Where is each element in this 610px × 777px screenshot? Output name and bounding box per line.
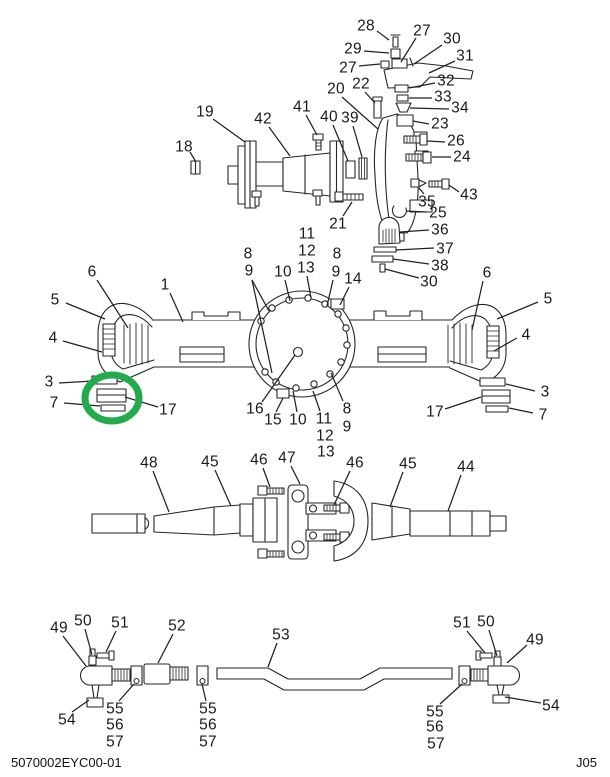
part-callout-45: 45 bbox=[201, 453, 219, 471]
part-callout-42: 42 bbox=[254, 110, 272, 128]
part-callout-38: 38 bbox=[431, 257, 449, 275]
part-callout-29: 29 bbox=[344, 40, 362, 58]
part-callout-15: 15 bbox=[264, 411, 282, 429]
part-callout-32: 32 bbox=[437, 72, 455, 90]
part-callout-34: 34 bbox=[451, 99, 469, 117]
part-callout-7: 7 bbox=[49, 394, 59, 412]
part-callout-56: 56 bbox=[106, 716, 124, 734]
part-callout-33: 33 bbox=[434, 88, 452, 106]
part-callout-44: 44 bbox=[457, 458, 475, 476]
part-callout-35: 35 bbox=[418, 193, 436, 211]
part-callout-6: 6 bbox=[482, 264, 492, 282]
part-callout-51: 51 bbox=[453, 614, 471, 632]
part-callout-9: 9 bbox=[331, 263, 341, 281]
part-callout-17: 17 bbox=[159, 401, 177, 419]
part-callout-51: 51 bbox=[111, 614, 129, 632]
part-callout-56: 56 bbox=[426, 718, 444, 736]
part-callout-4: 4 bbox=[521, 326, 531, 344]
doc-number: 5070002EYC00-01 bbox=[11, 755, 122, 770]
part-callout-45: 45 bbox=[399, 455, 417, 473]
part-callout-14: 14 bbox=[344, 270, 362, 288]
part-callout-13: 13 bbox=[317, 443, 335, 461]
part-callout-17: 17 bbox=[426, 403, 444, 421]
part-callout-57: 57 bbox=[427, 735, 445, 753]
part-callout-10: 10 bbox=[274, 263, 292, 281]
part-callout-49: 49 bbox=[50, 619, 68, 637]
part-callout-24: 24 bbox=[453, 148, 471, 166]
part-callout-20: 20 bbox=[327, 80, 345, 98]
knuckle-hub-assembly-art bbox=[190, 34, 474, 273]
part-callout-12: 12 bbox=[298, 242, 316, 260]
part-callout-13: 13 bbox=[297, 259, 315, 277]
part-callout-55: 55 bbox=[106, 700, 124, 718]
tie-rod-art bbox=[79, 648, 521, 708]
part-callout-8: 8 bbox=[243, 245, 253, 263]
part-callout-54: 54 bbox=[58, 711, 76, 729]
part-callout-56: 56 bbox=[199, 716, 217, 734]
part-callout-18: 18 bbox=[175, 138, 193, 156]
part-callout-8: 8 bbox=[342, 400, 352, 418]
part-callout-30: 30 bbox=[420, 273, 438, 291]
part-callout-8: 8 bbox=[332, 245, 342, 263]
part-callout-52: 52 bbox=[168, 617, 186, 635]
part-callout-57: 57 bbox=[106, 733, 124, 751]
part-callout-16: 16 bbox=[246, 400, 264, 418]
part-callout-31: 31 bbox=[456, 47, 474, 65]
axle-shaft-art bbox=[91, 480, 507, 562]
part-callout-55: 55 bbox=[426, 703, 444, 721]
part-callout-47: 47 bbox=[278, 449, 296, 467]
part-callout-5: 5 bbox=[543, 290, 553, 308]
part-callout-50: 50 bbox=[477, 613, 495, 631]
part-callout-40: 40 bbox=[320, 108, 338, 126]
part-callout-39: 39 bbox=[341, 109, 359, 127]
part-callout-4: 4 bbox=[48, 329, 58, 347]
part-callout-3: 3 bbox=[540, 383, 550, 401]
page-code: J05 bbox=[576, 755, 597, 770]
part-callout-9: 9 bbox=[342, 418, 352, 436]
part-callout-46: 46 bbox=[250, 451, 268, 469]
part-callout-50: 50 bbox=[74, 612, 92, 630]
part-callout-55: 55 bbox=[199, 700, 217, 718]
part-callout-19: 19 bbox=[196, 103, 214, 121]
part-callout-11: 11 bbox=[315, 410, 333, 428]
part-callout-28: 28 bbox=[357, 17, 375, 35]
part-callout-21: 21 bbox=[329, 215, 347, 233]
part-callout-54: 54 bbox=[542, 697, 560, 715]
part-callout-30: 30 bbox=[443, 30, 461, 48]
part-callout-57: 57 bbox=[199, 733, 217, 751]
part-callout-3: 3 bbox=[44, 373, 54, 391]
part-callout-37: 37 bbox=[436, 240, 454, 258]
part-callout-48: 48 bbox=[140, 454, 158, 472]
part-callout-49: 49 bbox=[526, 631, 544, 649]
highlight-ellipse bbox=[81, 371, 143, 425]
part-callout-41: 41 bbox=[293, 98, 311, 116]
part-callout-1: 1 bbox=[160, 276, 170, 294]
part-callout-22: 22 bbox=[352, 75, 370, 93]
part-callout-7: 7 bbox=[538, 406, 548, 424]
part-callout-46: 46 bbox=[346, 454, 364, 472]
part-callout-9: 9 bbox=[244, 262, 254, 280]
part-callout-25: 25 bbox=[429, 204, 447, 222]
part-callout-6: 6 bbox=[87, 263, 97, 281]
part-callout-36: 36 bbox=[431, 221, 449, 239]
part-callout-12: 12 bbox=[316, 427, 334, 445]
part-callout-23: 23 bbox=[431, 115, 449, 133]
part-callout-27: 27 bbox=[339, 59, 357, 77]
part-callout-10: 10 bbox=[289, 411, 307, 429]
part-callout-26: 26 bbox=[447, 132, 465, 150]
part-callout-27: 27 bbox=[413, 22, 431, 40]
part-callout-43: 43 bbox=[460, 186, 478, 204]
part-callout-11: 11 bbox=[298, 225, 316, 243]
part-callout-5: 5 bbox=[50, 291, 60, 309]
part-callout-53: 53 bbox=[272, 626, 290, 644]
